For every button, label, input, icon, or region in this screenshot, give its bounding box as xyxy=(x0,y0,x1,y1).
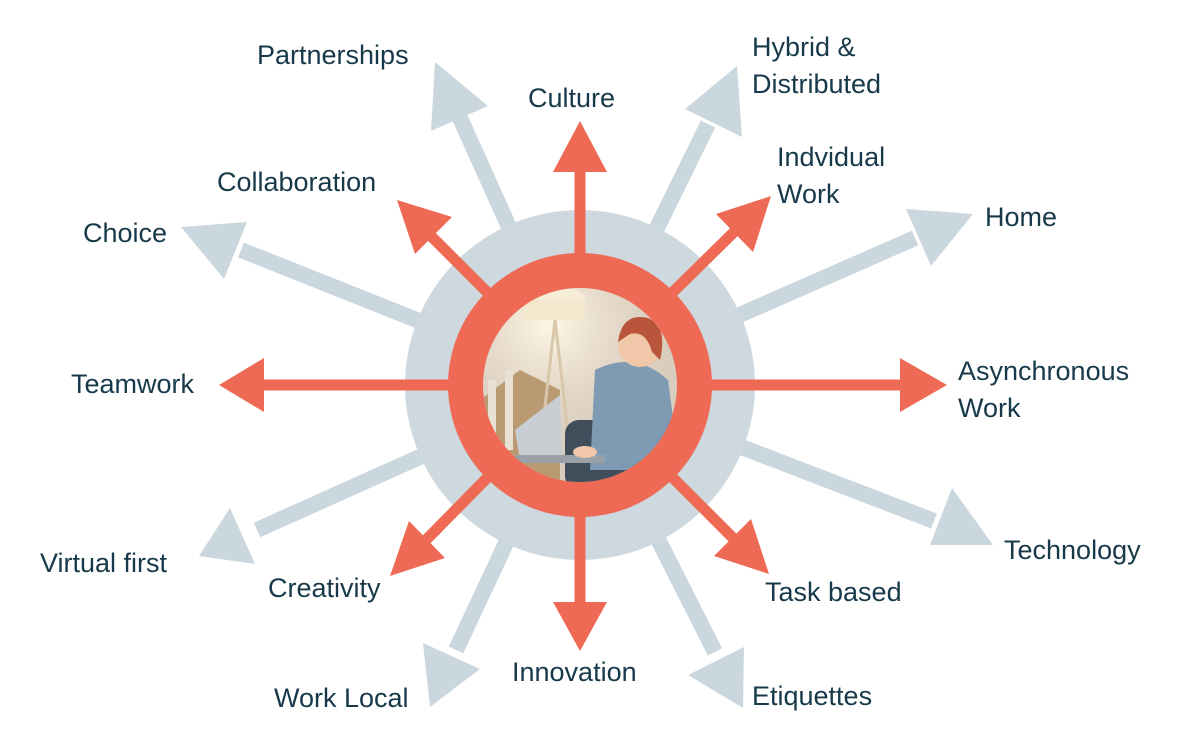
label-virtual-first: Virtual first xyxy=(40,548,168,578)
label-individual-work: Indvidual Work xyxy=(777,142,886,209)
arrow-collaboration xyxy=(397,200,494,299)
label-innovation: Innovation xyxy=(512,657,637,687)
primary-arrows xyxy=(219,121,947,651)
arrow-creativity xyxy=(390,471,494,576)
arrow-asynchronous-work xyxy=(705,358,947,412)
arrow-innovation xyxy=(553,516,607,651)
arrow-task-based xyxy=(666,471,769,574)
label-technology: Technology xyxy=(1004,535,1141,565)
label-partnerships: Partnerships xyxy=(257,40,409,70)
label-asynchronous-work: Asynchronous Work xyxy=(958,356,1130,423)
label-task-based: Task based xyxy=(765,577,902,607)
arrow-individual-work xyxy=(666,196,771,299)
label-work-local: Work Local xyxy=(274,683,409,713)
label-creativity: Creativity xyxy=(268,573,381,603)
label-culture: Culture xyxy=(528,83,616,113)
arrow-teamwork xyxy=(219,358,455,412)
center-photo xyxy=(483,288,677,482)
label-home: Home xyxy=(985,202,1058,232)
label-collaboration: Collaboration xyxy=(217,167,377,197)
label-etiquettes: Etiquettes xyxy=(752,681,873,711)
label-choice: Choice xyxy=(83,218,168,248)
label-hybrid-distributed: Hybrid & Distributed xyxy=(752,32,882,99)
label-teamwork: Teamwork xyxy=(71,369,195,399)
arrow-culture xyxy=(553,121,607,254)
